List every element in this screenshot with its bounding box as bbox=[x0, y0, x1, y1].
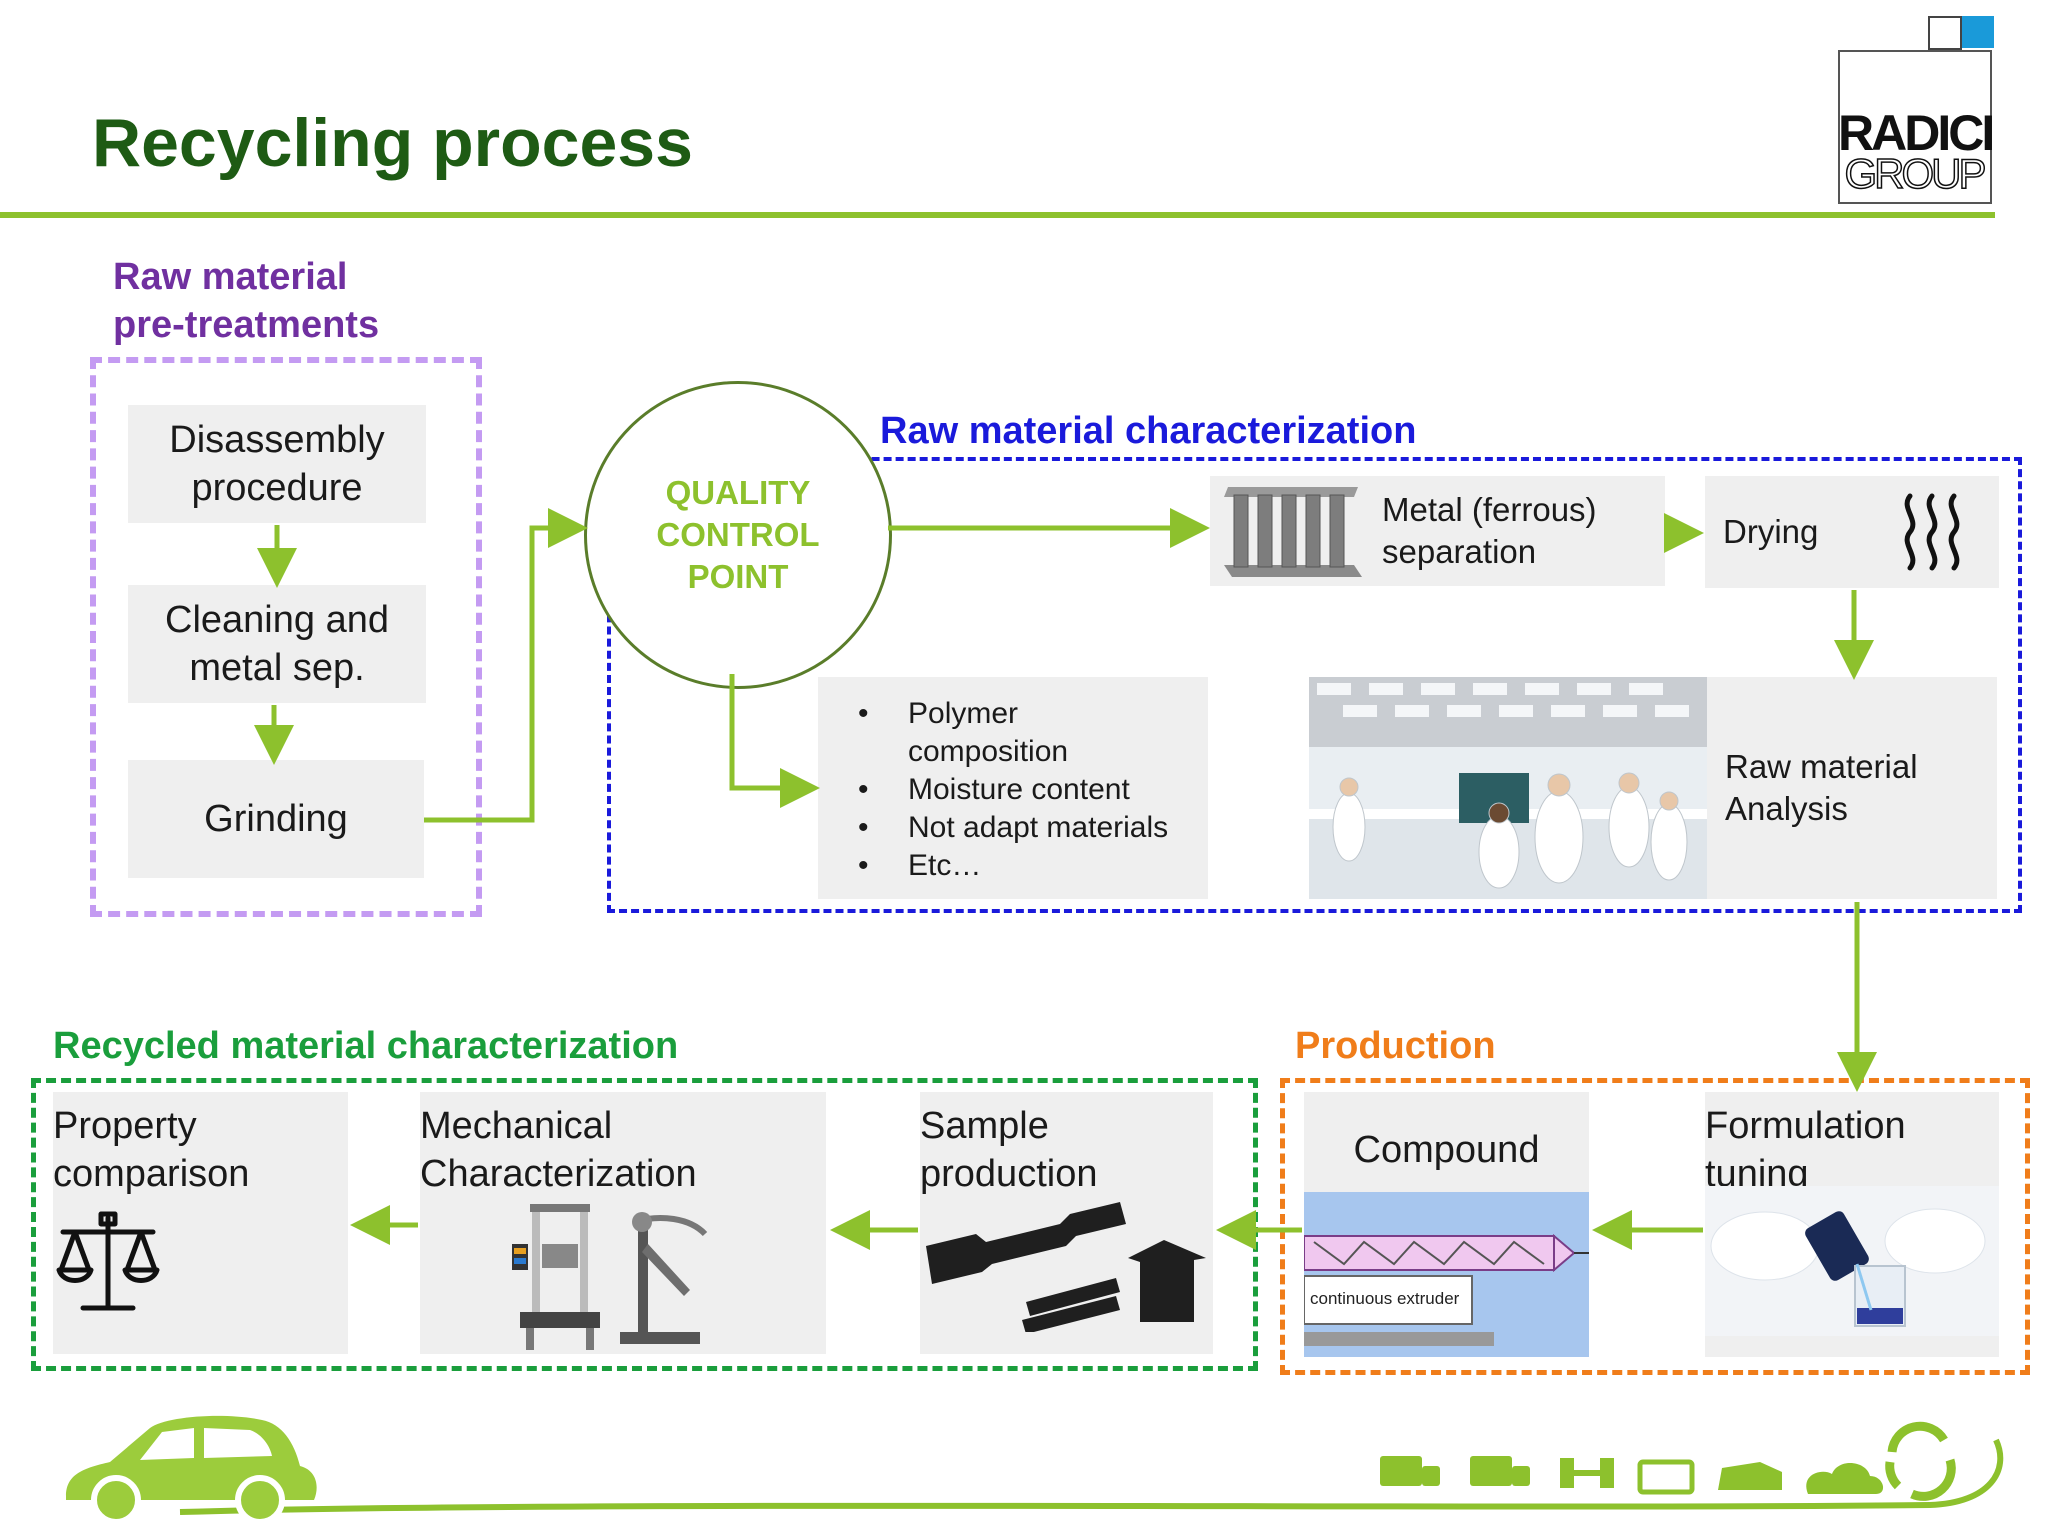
list-item: •Polymer composition bbox=[858, 697, 1069, 768]
logo-square-blue bbox=[1962, 16, 1994, 48]
compound-text: Compound bbox=[1353, 1129, 1540, 1171]
logo-square-outline bbox=[1928, 16, 1962, 50]
extruder-caption: continuous extruder bbox=[1310, 1289, 1460, 1308]
qcp-line1: QUALITY bbox=[665, 474, 811, 511]
sample-line2: production bbox=[920, 1153, 1098, 1195]
quality-control-point: QUALITY CONTROL POINT bbox=[584, 381, 892, 689]
metal-separation-line1: Metal (ferrous) bbox=[1382, 491, 1597, 528]
recycled-characterization-label: Recycled material characterization bbox=[53, 1025, 679, 1067]
production-label: Production bbox=[1295, 1025, 1496, 1067]
formulation-line1: Formulation bbox=[1705, 1105, 1906, 1147]
pretreatment-label: Raw material pre-treatments bbox=[113, 253, 379, 349]
metal-separation-box: Metal (ferrous) separation bbox=[1210, 476, 1665, 586]
production-frame bbox=[1280, 1078, 2030, 1375]
step-cleaning-text: Cleaning and metal sep. bbox=[165, 599, 389, 689]
laboratory-photo bbox=[1309, 677, 1707, 899]
list-item: •Etc… bbox=[858, 849, 982, 882]
heat-waves-icon bbox=[1905, 493, 1960, 571]
mechanical-line2: Characterization bbox=[420, 1153, 697, 1195]
raw-analysis-line1: Raw material bbox=[1725, 748, 1918, 785]
magnet-bars-icon bbox=[1224, 487, 1362, 577]
company-logo bbox=[1838, 50, 1992, 204]
step-disassembly-text: Disassembly procedure bbox=[169, 419, 385, 509]
mechanical-box: Mechanical Characterization bbox=[420, 1092, 826, 1354]
page-title: Recycling process bbox=[92, 105, 693, 181]
mechanical-line1: Mechanical bbox=[420, 1105, 613, 1147]
logo-text-radici: RADICI bbox=[1838, 105, 1995, 161]
scale-icon bbox=[56, 1211, 160, 1311]
sample-line1: Sample bbox=[920, 1105, 1049, 1147]
raw-characterization-frame bbox=[607, 457, 2022, 913]
property-line1: Property bbox=[53, 1105, 197, 1147]
lab-flask-photo bbox=[1705, 1186, 1999, 1336]
recycle-icon bbox=[1885, 1421, 1956, 1501]
pretreatment-label-line2: pre-treatments bbox=[113, 304, 380, 346]
list-item: •Not adapt materials bbox=[858, 811, 1169, 844]
compound-box: Compound continuous extruder bbox=[1304, 1092, 1589, 1357]
list-item: •Moisture content bbox=[858, 773, 1130, 806]
pretreatment-label-line1: Raw material bbox=[113, 256, 348, 298]
pretreatment-frame bbox=[90, 357, 482, 917]
qcp-line3: POINT bbox=[687, 558, 789, 595]
metal-separation-line2: separation bbox=[1382, 533, 1537, 570]
tensile-tester-icon bbox=[512, 1204, 708, 1350]
raw-analysis-line2: Analysis bbox=[1725, 790, 1848, 827]
header-divider bbox=[0, 212, 1995, 218]
step-grinding-text: Grinding bbox=[204, 798, 348, 840]
drying-box: Drying bbox=[1705, 476, 1999, 588]
property-box: Property comparison bbox=[53, 1092, 348, 1354]
test-specimens-icon bbox=[926, 1202, 1206, 1332]
quality-check-list: •Polymer composition •Moisture content •… bbox=[818, 677, 1208, 899]
formulation-box: Formulation tuning bbox=[1705, 1092, 1999, 1357]
footer-band bbox=[66, 1415, 2004, 1525]
raw-characterization-label: Raw material characterization bbox=[880, 410, 1417, 452]
property-line2: comparison bbox=[53, 1153, 250, 1195]
step-grinding: Grinding bbox=[128, 760, 424, 878]
raw-analysis-box: Raw material Analysis bbox=[1707, 677, 1997, 899]
extruder-diagram: continuous extruder bbox=[1304, 1192, 1589, 1357]
drying-text: Drying bbox=[1723, 513, 1819, 550]
step-disassembly: Disassembly procedure bbox=[128, 405, 426, 523]
sample-production-box: Sample production bbox=[920, 1092, 1213, 1354]
qcp-line2: CONTROL bbox=[656, 516, 820, 553]
step-cleaning: Cleaning and metal sep. bbox=[128, 585, 426, 703]
logo-text-group: GROUP bbox=[1844, 149, 1988, 198]
